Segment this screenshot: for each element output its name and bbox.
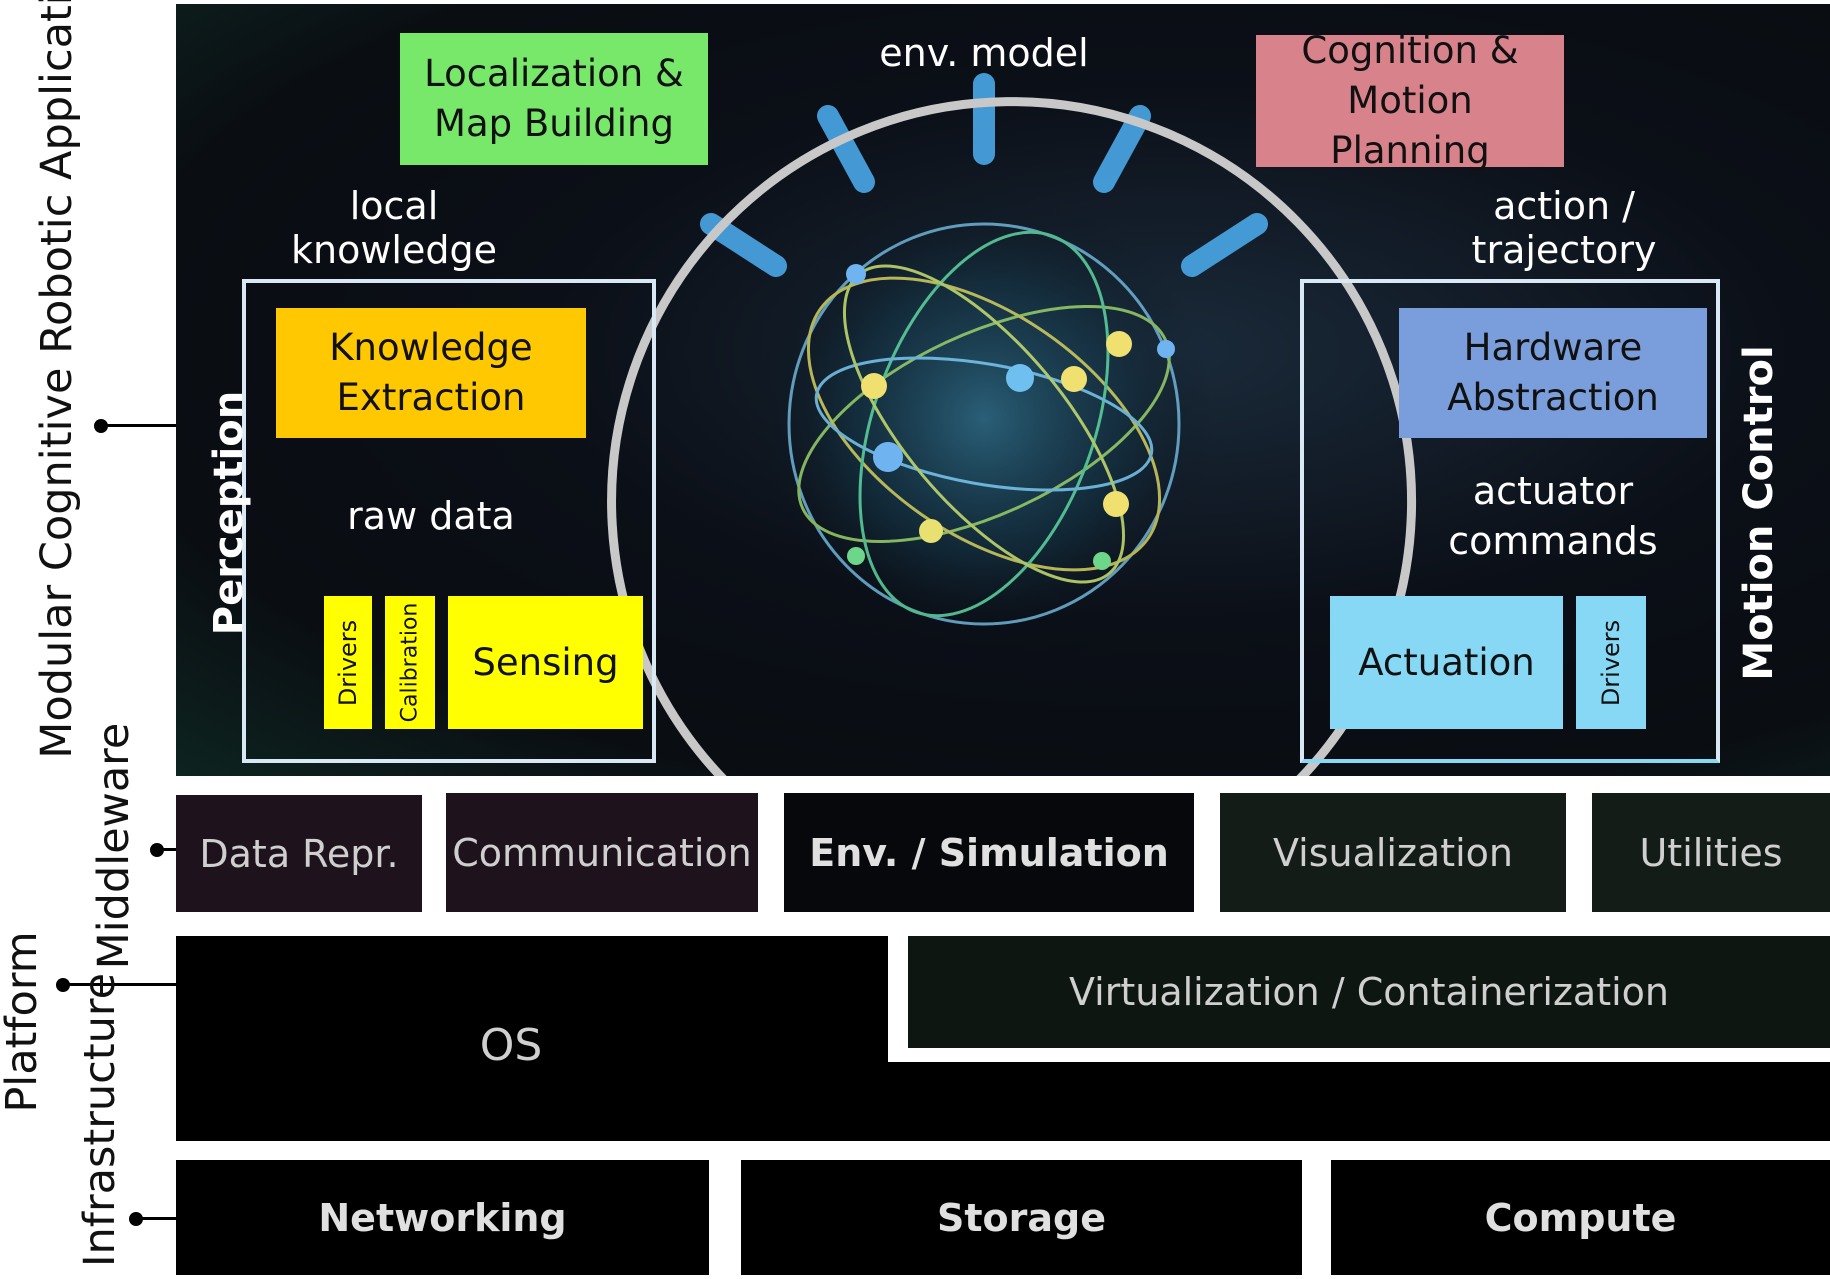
motion-drivers-label: Drivers [1597,619,1626,706]
action-trajectory-label: action / trajectory [1471,184,1657,272]
calibration-box: Calibration [385,596,435,729]
visualization-box: Visualization [1220,793,1566,912]
virtualization-box: Virtualization / Containerization [908,936,1830,1048]
env-simulation-box: Env. / Simulation [784,793,1194,912]
layer-label-applications: Modular Cognitive Robotic Applications [32,0,82,759]
local-knowledge-label: local knowledge [291,184,497,272]
applications-panel: Localization & Map Building Cognition & … [176,4,1830,776]
localization-map-building-box: Localization & Map Building [400,33,708,165]
networking-box: Networking [176,1160,709,1275]
layer-label-infrastructure: Infrastructure [75,972,125,1268]
actuator-commands-label: actuator commands [1448,469,1658,563]
communication-box: Communication [446,793,758,912]
motion-control-title: Motion Control [1736,345,1782,681]
layer-label-middleware: Middleware [89,722,139,970]
infrastructure-connector [136,1217,176,1220]
cognition-motion-planning-box: Cognition & Motion Planning [1256,29,1564,172]
hardware-abstraction-box: Hardware Abstraction [1399,308,1707,438]
os-label: OS [479,1019,543,1071]
utilities-box: Utilities [1592,793,1830,912]
applications-connector [101,424,176,427]
perception-group [242,279,656,763]
raw-data-label: raw data [347,494,515,538]
motion-drivers-box: Drivers [1576,596,1646,729]
sensing-box: Sensing [448,596,643,729]
data-repr-box: Data Repr. [176,795,422,912]
layer-label-platform: Platform [0,931,47,1113]
perception-title: Perception [206,390,252,636]
middleware-connector [157,848,176,851]
platform-connector [63,983,176,986]
env-model-label: env. model [879,31,1089,75]
motion-control-group [1300,279,1720,763]
perception-drivers-label: Drivers [334,619,363,706]
perception-drivers-box: Drivers [324,596,372,729]
compute-box: Compute [1331,1160,1830,1275]
knowledge-extraction-box: Knowledge Extraction [276,308,586,438]
calibration-label: Calibration [397,602,423,723]
actuation-box: Actuation [1330,596,1563,729]
storage-box: Storage [741,1160,1302,1275]
watson-globe-graphic [607,73,1417,776]
